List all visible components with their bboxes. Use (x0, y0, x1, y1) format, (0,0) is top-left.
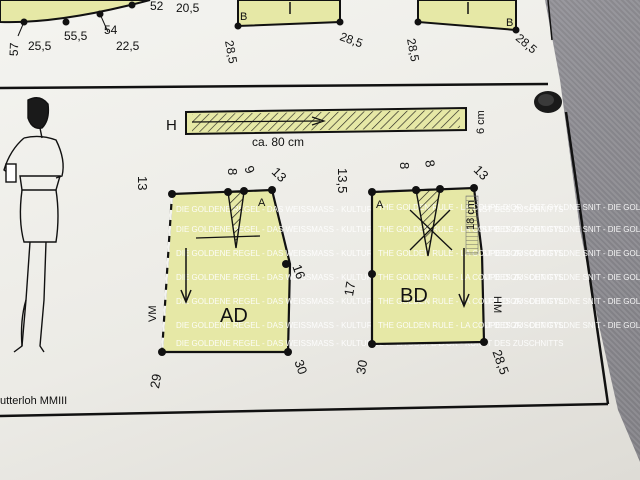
footer-brand: utterloh MMIII (0, 395, 67, 407)
pattern-point (62, 18, 70, 26)
piece-bd-vertical-measure: 18 cm (465, 200, 477, 230)
top-right-right-measure: 28,5 (513, 31, 540, 57)
svg-text:THE GOLDEN RULE - LA COUPE D'O: THE GOLDEN RULE - LA COUPE D'OR - DET GY… (378, 273, 640, 282)
piece-bd-bottom-right-measure: 28,5 (489, 348, 512, 377)
piece-bd-dart2-measure: 8 (422, 159, 438, 169)
piece-ad-point: A (258, 197, 266, 209)
piece-ad-left-measure: 13 (135, 176, 150, 190)
piece-ad-side-measure: 16 (289, 262, 308, 281)
piece-bd-edge-label: HM (491, 296, 503, 313)
piece-bd-bottom-left-measure: 30 (353, 359, 370, 376)
svg-text:DIE GOLDENE REGEL - DAS WEISSM: DIE GOLDENE REGEL - DAS WEISSMASS - KULT… (176, 297, 564, 306)
top-measure-d: 54 (104, 23, 118, 37)
piece-ad-texture-text: DIE GOLDENE REGEL - DAS WEISSMASS - KULT… (176, 205, 564, 214)
fashion-figure-sketch (3, 97, 64, 353)
piece-bd-left-measure: 13,5 (335, 168, 350, 193)
top-measure-f: 52 (150, 0, 164, 13)
top-measure-g: 20,5 (176, 1, 200, 15)
top-right-point-label: B (506, 17, 513, 29)
frame-bottom-line (0, 402, 609, 418)
piece-ad-bottom-right-measure: 30 (291, 358, 310, 377)
piece-ad-right-measure: 13 (269, 164, 290, 185)
top-right-left-measure: 28,5 (404, 37, 422, 63)
top-middle-right-measure: 28,5 (338, 29, 365, 50)
top-middle-piece (234, 0, 344, 30)
waistband-length: ca. 80 cm (252, 135, 304, 149)
pocket-marking (465, 195, 479, 255)
svg-text:DIE GOLDENE REGEL - DAS WEISSM: DIE GOLDENE REGEL - DAS WEISSMASS - KULT… (176, 273, 564, 282)
back-skirt-piece-bd: THE GOLDEN RULE - LA COUPE D'OR - DET GY… (368, 184, 640, 348)
svg-text:THE GOLDEN RULE - LA COUPE D'O: THE GOLDEN RULE - LA COUPE D'OR - DET GY… (378, 297, 640, 306)
top-measure-b: 25,5 (28, 39, 52, 53)
svg-text:DIE GOLDENE REGEL - DAS WEISSM: DIE GOLDENE REGEL - DAS WEISSMASS - KULT… (176, 321, 564, 330)
dart-bd (415, 188, 441, 257)
top-right-piece (414, 0, 520, 34)
top-measure-a: 57 (7, 42, 21, 56)
piece-ad-dart2-measure: 9 (241, 164, 258, 176)
piece-ad-edge-label: VM (147, 306, 159, 323)
top-middle-left-measure: 28,5 (222, 39, 240, 65)
svg-text:DIE GOLDENE REGEL - DAS WEISSM: DIE GOLDENE REGEL - DAS WEISSMASS - KULT… (176, 249, 564, 258)
waistband-piece (185, 106, 467, 136)
piece-bd-point: A (376, 199, 384, 211)
svg-text:DIE GOLDENE REGEL - DAS WEISSM: DIE GOLDENE REGEL - DAS WEISSMASS - KULT… (176, 225, 564, 234)
top-left-piece (0, 0, 151, 37)
piece-bd-side-measure: 17 (341, 280, 358, 297)
frame-top-line (0, 82, 549, 90)
piece-ad-dart1-measure: 8 (225, 168, 240, 175)
piece-ad-bottom-left-measure: 29 (147, 373, 164, 390)
frame-upper-right-line (547, 0, 553, 41)
piece-ad-name: AD (220, 305, 248, 327)
piece-bd-texture-text: THE GOLDEN RULE - LA COUPE D'OR - DET GY… (378, 203, 640, 212)
dart-ad (227, 191, 245, 249)
svg-text:THE GOLDEN RULE - LA COUPE D'O: THE GOLDEN RULE - LA COUPE D'OR - DET GY… (378, 321, 640, 330)
waistband-letter: H (166, 117, 177, 134)
pattern-point (128, 1, 136, 9)
piece-bd-dart1-measure: 8 (397, 162, 412, 169)
svg-text:THE GOLDEN RULE - LA COUPE D'O: THE GOLDEN RULE - LA COUPE D'OR - DET GY… (378, 249, 640, 258)
top-measure-c: 55,5 (64, 29, 88, 43)
piece-bd-right-measure: 13 (471, 162, 492, 183)
top-measure-e: 22,5 (116, 39, 140, 53)
piece-bd-name: BD (400, 285, 428, 307)
waistband-width: 6 cm (475, 110, 487, 134)
frame-right-line (564, 111, 610, 405)
top-middle-point-label: B (240, 11, 247, 23)
svg-text:THE GOLDEN RULE - LA COUPE D'O: THE GOLDEN RULE - LA COUPE D'OR - DET GY… (378, 225, 640, 234)
